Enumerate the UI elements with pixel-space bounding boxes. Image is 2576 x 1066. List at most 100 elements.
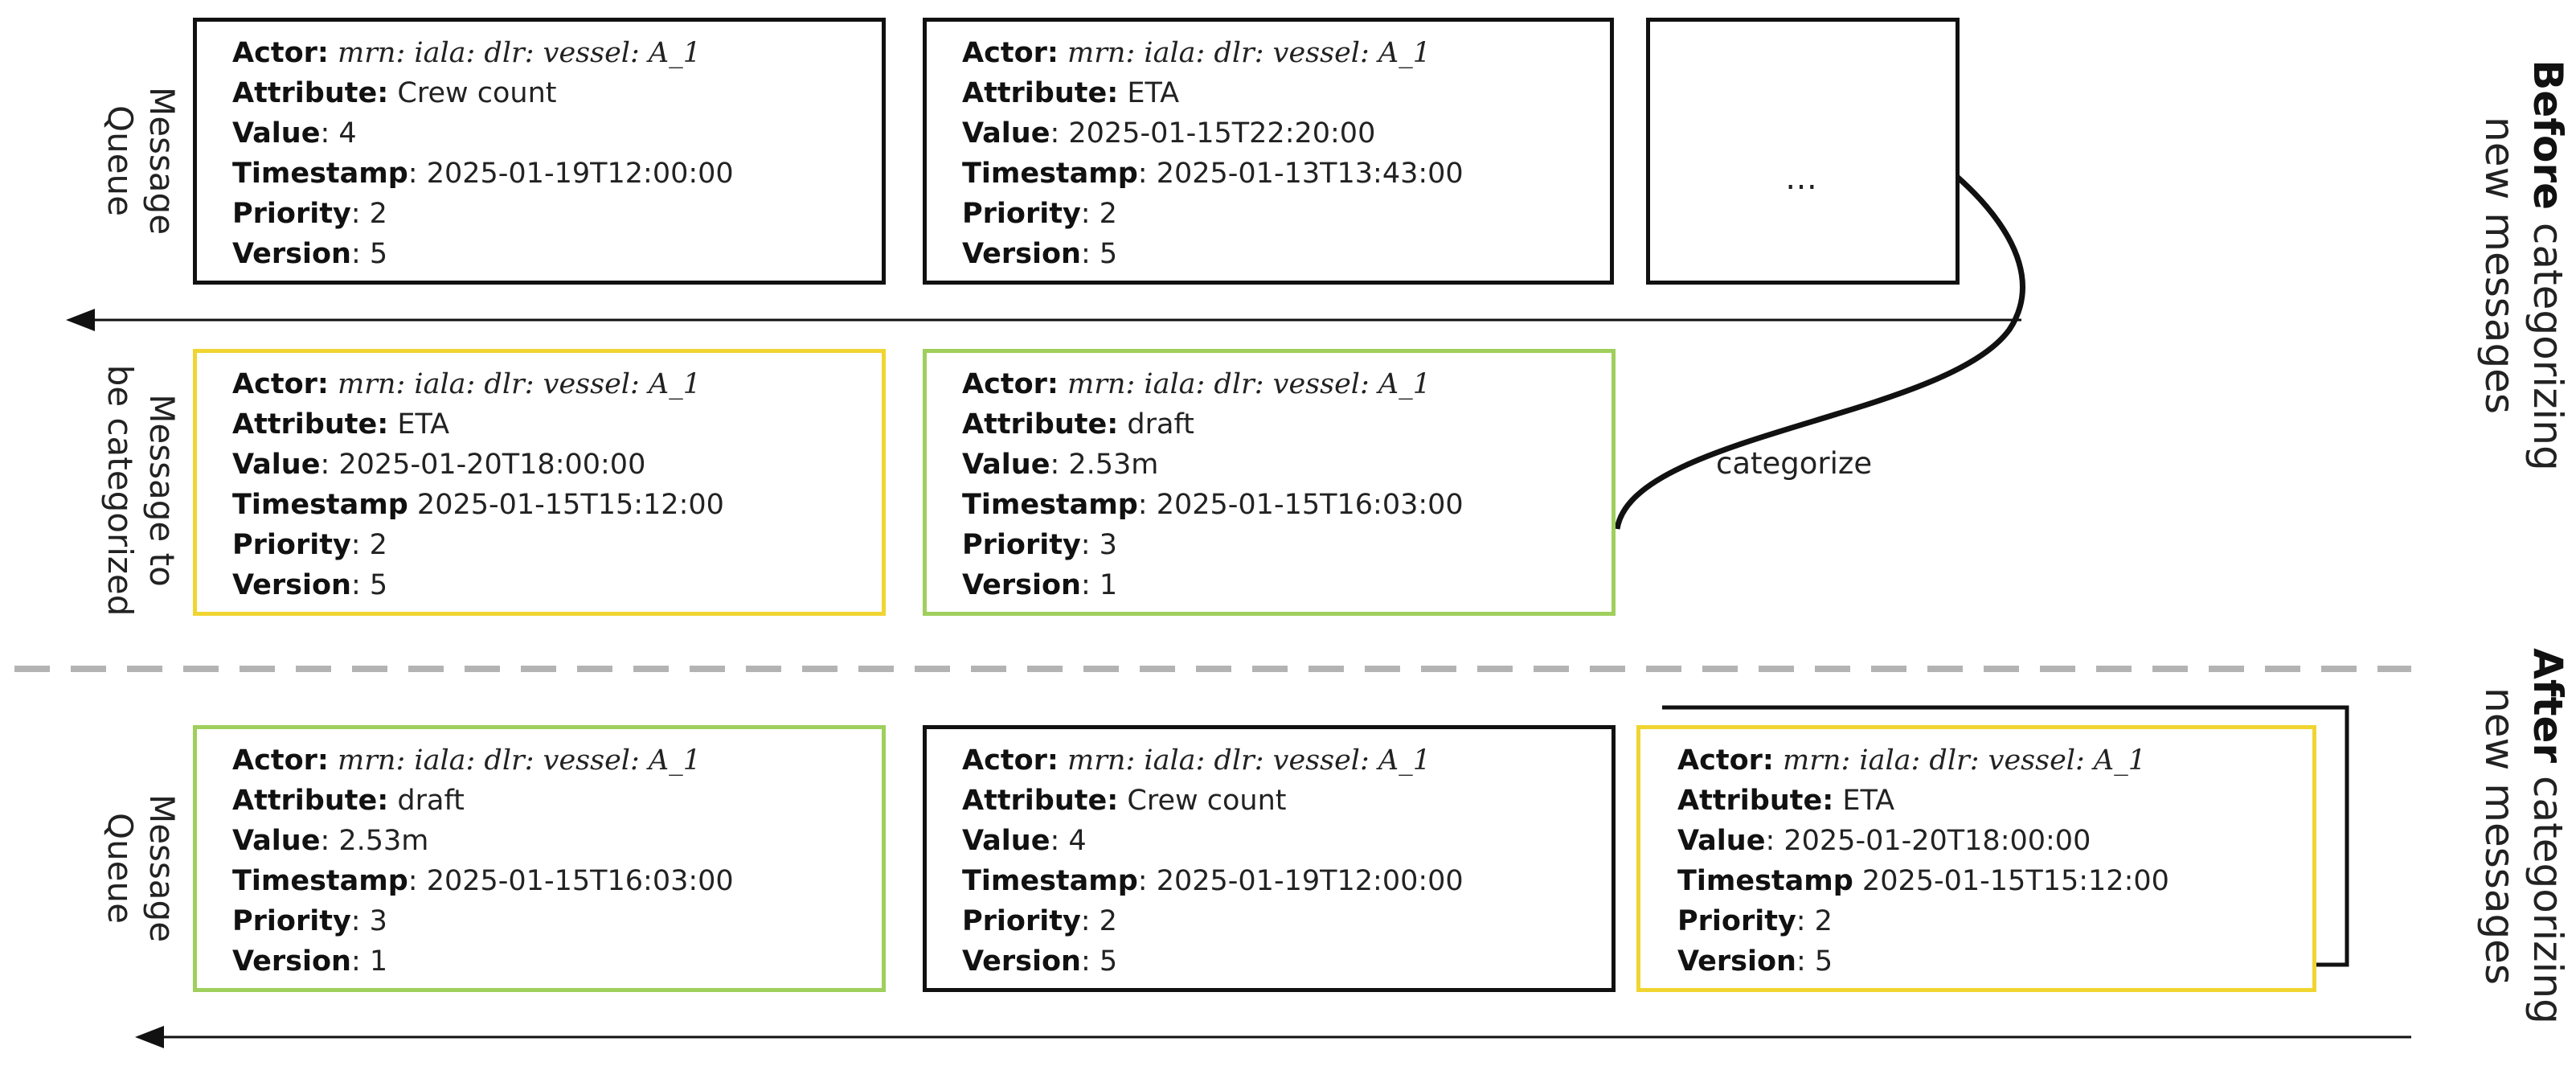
field-key: Version <box>962 945 1081 978</box>
field-attribute: Attribute: Crew count <box>962 781 1612 821</box>
field-key: Value <box>962 825 1050 857</box>
field-actor: Actor: mrn: iala: dlr: vessel: A_1 <box>962 364 1612 404</box>
field-value: : 4 <box>1050 825 1087 857</box>
field-value: : 2.53m <box>1050 449 1159 481</box>
categorize-curve-arrow <box>1614 154 2025 530</box>
field-key: Attribute: <box>1677 785 1834 817</box>
field-actor: Actor: mrn: iala: dlr: vessel: A_1 <box>962 33 1610 73</box>
categorize-label: categorize <box>1716 446 1873 481</box>
field-value: : 2025-01-13T13:43:00 <box>1137 158 1464 190</box>
field-version: Version: 1 <box>232 941 882 982</box>
field-key: Priority <box>962 198 1081 230</box>
field-value: Value: 4 <box>232 113 882 154</box>
field-actor: Actor: mrn: iala: dlr: vessel: A_1 <box>232 740 882 781</box>
field-attribute: Attribute: ETA <box>232 404 882 445</box>
field-attribute: Attribute: ETA <box>1677 781 2312 821</box>
field-attribute: Attribute: ETA <box>962 73 1610 113</box>
field-key: Actor: <box>232 744 329 777</box>
field-value: mrn: iala: dlr: vessel: A_1 <box>1783 744 2146 777</box>
field-priority: Priority: 2 <box>232 194 882 234</box>
to-categorize-label: Message to be categorized <box>100 364 182 617</box>
field-value: : 2025-01-19T12:00:00 <box>407 158 734 190</box>
field-timestamp: Timestamp: 2025-01-19T12:00:00 <box>232 154 882 194</box>
field-value: : 5 <box>350 238 388 270</box>
field-actor: Actor: mrn: iala: dlr: vessel: A_1 <box>232 364 882 404</box>
field-value: ETA <box>1127 77 1180 109</box>
field-attribute: Attribute: draft <box>962 404 1612 445</box>
field-timestamp: Timestamp: 2025-01-19T12:00:00 <box>962 861 1612 901</box>
field-key: Timestamp <box>962 865 1138 897</box>
field-priority: Priority: 3 <box>232 901 882 941</box>
field-value: : 2025-01-19T12:00:00 <box>1137 865 1464 897</box>
field-version: Version: 5 <box>1677 941 2312 982</box>
field-key: Timestamp <box>962 158 1138 190</box>
field-priority: Priority: 2 <box>1677 901 2312 941</box>
field-key: Priority <box>962 529 1081 561</box>
field-attribute: Attribute: Crew count <box>232 73 882 113</box>
field-key: Actor: <box>962 37 1059 69</box>
field-priority: Priority: 2 <box>962 901 1612 941</box>
field-value: : 2025-01-20T18:00:00 <box>1765 825 2091 857</box>
field-key: Attribute: <box>232 408 389 441</box>
field-value: : 2025-01-15T22:20:00 <box>1050 117 1376 150</box>
field-value: draft <box>1127 408 1194 441</box>
field-key: Attribute: <box>232 77 389 109</box>
after-queue-arrowhead <box>135 1026 164 1048</box>
field-key: Timestamp <box>232 158 408 190</box>
inserted-card-shadow-border <box>1662 705 2349 967</box>
after-title-label: After categorizing new messages <box>2476 648 2571 1024</box>
field-value: Value: 2025-01-20T18:00:00 <box>232 445 882 485</box>
field-value: Crew count <box>397 77 557 109</box>
field-value: 2025-01-15T15:12:00 <box>1853 865 2169 897</box>
field-key: Actor: <box>1677 744 1774 777</box>
field-value: : 2 <box>1080 198 1117 230</box>
field-version: Version: 1 <box>962 565 1612 605</box>
field-key: Priority <box>962 905 1081 937</box>
field-value: ETA <box>1842 785 1895 817</box>
field-value: : 2025-01-15T16:03:00 <box>407 865 734 897</box>
field-key: Attribute: <box>232 785 389 817</box>
field-value: mrn: iala: dlr: vessel: A_1 <box>1067 744 1431 777</box>
field-value: Value: 2025-01-20T18:00:00 <box>1677 821 2312 861</box>
field-timestamp: Timestamp: 2025-01-15T16:03:00 <box>232 861 882 901</box>
field-value: Value: 2.53m <box>962 445 1612 485</box>
field-key: Attribute: <box>962 785 1119 817</box>
field-key: Value <box>232 825 321 857</box>
field-value: : 1 <box>1080 569 1118 601</box>
field-key: Timestamp <box>1677 865 1853 897</box>
field-value: : 2 <box>1080 905 1117 937</box>
field-value: : 2.53m <box>320 825 429 857</box>
field-key: Version <box>232 569 351 601</box>
field-actor: Actor: mrn: iala: dlr: vessel: A_1 <box>962 740 1612 781</box>
field-value: : 5 <box>1080 945 1118 978</box>
field-key: Actor: <box>962 744 1059 777</box>
field-key: Version <box>962 569 1081 601</box>
field-value: 2025-01-15T15:12:00 <box>407 489 724 521</box>
queue-continuation-card: … <box>1646 18 1960 285</box>
field-key: Value <box>232 117 321 150</box>
field-value: : 1 <box>350 945 388 978</box>
field-key: Version <box>232 238 351 270</box>
field-value: : 2025-01-15T16:03:00 <box>1137 489 1464 521</box>
field-value: Value: 4 <box>962 821 1612 861</box>
field-timestamp: Timestamp 2025-01-15T15:12:00 <box>232 485 882 525</box>
field-version: Version: 5 <box>232 234 882 274</box>
field-value: mrn: iala: dlr: vessel: A_1 <box>338 744 701 777</box>
field-actor: Actor: mrn: iala: dlr: vessel: A_1 <box>1677 740 2312 781</box>
field-value: mrn: iala: dlr: vessel: A_1 <box>1067 368 1431 400</box>
field-version: Version: 5 <box>962 234 1610 274</box>
field-key: Version <box>232 945 351 978</box>
before-title-label: Before categorizing new messages <box>2476 59 2571 471</box>
field-key: Actor: <box>232 368 329 400</box>
field-key: Actor: <box>232 37 329 69</box>
field-value: : 5 <box>1080 238 1118 270</box>
field-value: : 4 <box>320 117 357 150</box>
